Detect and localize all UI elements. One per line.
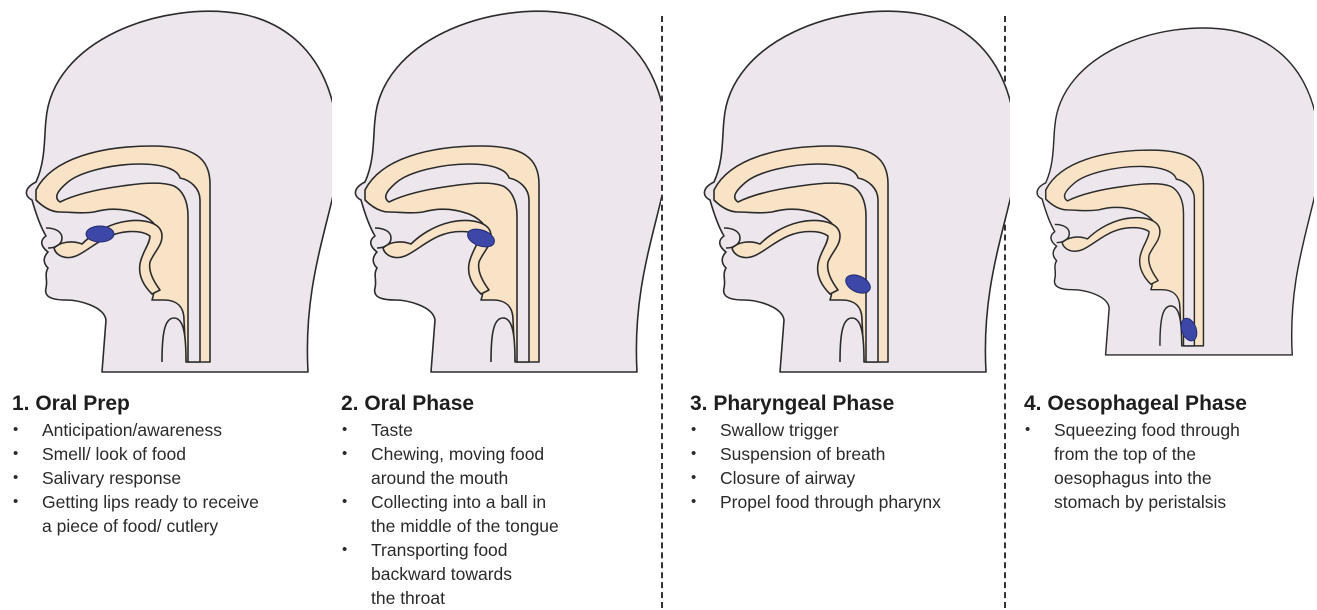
head-illustration-pharyngeal [690,0,1010,380]
bullet-item: Smell/ look of food [12,442,259,466]
phase-bullets-oral-prep: Anticipation/awarenessSmell/ look of foo… [12,418,259,538]
bullet-text: Closure of airway [720,466,941,490]
phase-divider-left [661,16,663,608]
bullet-text: Getting lips ready to receive [42,490,259,514]
bullet-text: Suspension of breath [720,442,941,466]
airway-outline [162,318,186,362]
phase-panel-oral-prep: 1. Oral Prep Anticipation/awarenessSmell… [12,0,332,608]
phase-title-oral-prep: 1. Oral Prep [12,392,130,416]
phase-panel-pharyngeal: 3. Pharyngeal Phase Swallow triggerSuspe… [690,0,1000,608]
bullet-text: stomach by peristalsis [1054,490,1240,514]
phase-title-oral-phase: 2. Oral Phase [341,392,474,416]
head-illustration-oral-prep [12,0,332,380]
food-bolus [86,226,114,242]
bullet-text: from the top of the [1054,442,1240,466]
bullet-text: Smell/ look of food [42,442,259,466]
bullet-text: Anticipation/awareness [42,418,259,442]
phase-panel-oral-phase: 2. Oral Phase TasteChewing, moving fooda… [341,0,661,608]
bullet-text: the throat [371,586,559,610]
bullet-text: backward towards [371,562,559,586]
bullet-text: Propel food through pharynx [720,490,941,514]
airway-outline [840,318,864,362]
bullet-text: Squeezing food through [1054,418,1240,442]
airway-outline [491,318,515,362]
phase-panel-oesophageal: 4. Oesophageal Phase Squeezing food thro… [1024,0,1314,608]
bullet-text: Collecting into a ball in [371,490,559,514]
bullet-text: Transporting food [371,538,559,562]
bullet-item: Salivary response [12,466,259,490]
phase-title-oesophageal: 4. Oesophageal Phase [1024,392,1247,416]
bullet-item: Taste [341,418,559,442]
bullet-text: around the mouth [371,466,559,490]
bullet-item: Closure of airway [690,466,941,490]
bullet-text: Taste [371,418,559,442]
bullet-text: Swallow trigger [720,418,941,442]
bullet-text: Chewing, moving food [371,442,559,466]
bullet-item: Anticipation/awareness [12,418,259,442]
phase-bullets-pharyngeal: Swallow triggerSuspension of breathClosu… [690,418,941,514]
head-illustration-oesophageal [1024,0,1314,380]
head-illustration-oral-phase [341,0,661,380]
bullet-text: the middle of the tongue [371,514,559,538]
bullet-item: Suspension of breath [690,442,941,466]
airway-outline [1160,306,1182,346]
bullet-text: a piece of food/ cutlery [42,514,259,538]
bullet-text: oesophagus into the [1054,466,1240,490]
bullet-text: Salivary response [42,466,259,490]
bullet-item: Propel food through pharynx [690,490,941,514]
phase-title-pharyngeal: 3. Pharyngeal Phase [690,392,894,416]
bullet-item: Swallow trigger [690,418,941,442]
